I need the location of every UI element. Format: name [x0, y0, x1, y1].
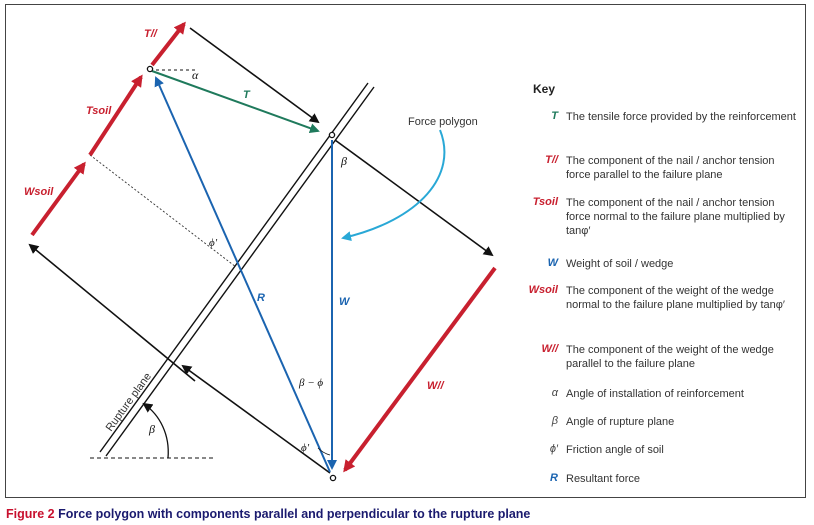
- key-symbol: T//: [545, 154, 558, 166]
- key-description: Friction angle of soil: [566, 444, 664, 456]
- key-description: The component of the nail / anchor tensi…: [566, 197, 785, 237]
- label-w-soil: Wsoil: [24, 186, 54, 198]
- key-title: Key: [533, 82, 556, 96]
- top-right-node: [328, 131, 336, 139]
- t-arrow: [151, 70, 320, 133]
- label-r: R: [257, 292, 265, 304]
- key-description: Angle of installation of reinforcement: [566, 388, 744, 400]
- beta-angle-arc: [142, 402, 169, 459]
- key-description: Resultant force: [566, 473, 640, 485]
- key-symbol: R: [550, 472, 558, 484]
- key-symbol: W//: [541, 343, 559, 355]
- key-symbol: Tsoil: [532, 196, 558, 208]
- phi-angle-arc: [317, 447, 331, 456]
- key-description: Angle of rupture plane: [566, 416, 675, 428]
- label-w: W: [339, 296, 351, 308]
- label-alpha: α: [192, 68, 199, 82]
- label-beta-top: β: [340, 154, 347, 168]
- key-symbol: ϕ′: [549, 443, 558, 455]
- force-polygon-pointer: [341, 129, 446, 242]
- r-arrow: [154, 76, 331, 473]
- w-parallel-arrow: [343, 266, 497, 473]
- label-beta-bottom: β: [148, 422, 155, 436]
- figure-caption: Figure 2 Force polygon with components p…: [6, 507, 530, 521]
- key-symbol: T: [551, 110, 558, 122]
- label-t: T: [243, 89, 251, 101]
- key-symbol: α: [551, 387, 558, 399]
- bottom-node: [329, 474, 337, 482]
- key-description: Weight of soil / wedge: [566, 258, 674, 270]
- key-symbol: W: [547, 257, 558, 269]
- label-w-parallel: W//: [427, 380, 445, 392]
- key-description: The component of the nail / anchor tensi…: [566, 155, 775, 181]
- label-force-polygon: Force polygon: [408, 116, 478, 128]
- caption-number: Figure 2: [6, 507, 55, 521]
- bottom-black-arrow: [181, 364, 331, 474]
- right-black-arrow: [334, 139, 494, 257]
- w-soil-arrow: [30, 161, 86, 237]
- rupture-plane: [99, 82, 375, 457]
- t-soil-arrow: [88, 74, 143, 157]
- key-description: The component of the weight of the wedge…: [566, 285, 785, 311]
- top-left-node: [146, 65, 154, 73]
- label-t-parallel: T//: [144, 28, 159, 40]
- key-description: The component of the weight of the wedge…: [566, 344, 774, 370]
- key-symbol: β: [551, 415, 558, 427]
- key-symbol: Wsoil: [528, 284, 558, 296]
- left-black-arrow: [28, 243, 196, 382]
- label-t-soil: Tsoil: [86, 105, 112, 117]
- top-black-arrow: [189, 27, 320, 124]
- label-beta-minus-phi: β − ϕ: [298, 377, 323, 389]
- t-parallel-arrow: [150, 21, 186, 67]
- normal-dotted-line: [89, 154, 237, 268]
- label-phi-prime: ϕ′: [209, 237, 218, 249]
- label-phi-prime-bottom: ϕ′: [301, 442, 310, 454]
- key-description: The tensile force provided by the reinfo…: [566, 111, 796, 123]
- caption-text: Force polygon with components parallel a…: [58, 507, 531, 521]
